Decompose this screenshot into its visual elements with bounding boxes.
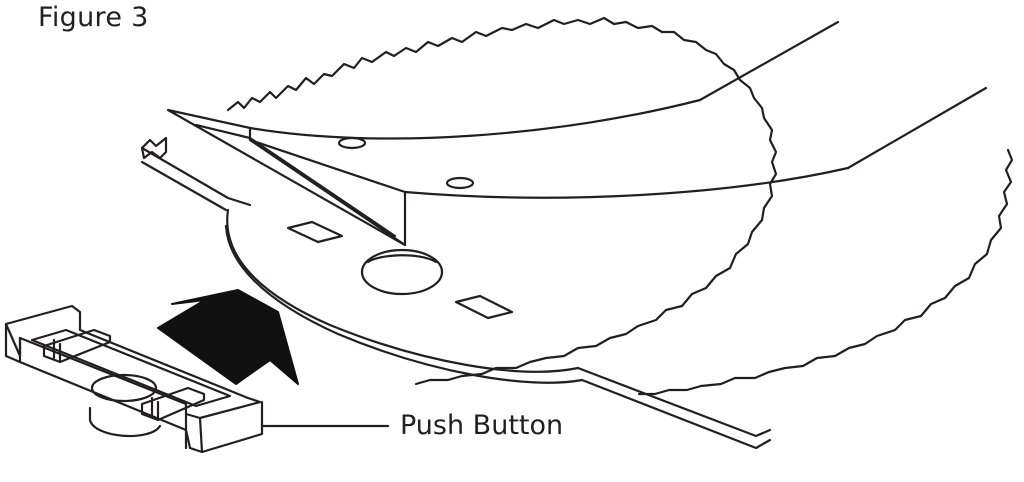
base-top-edge bbox=[142, 148, 250, 205]
clip-latch-left-detail bbox=[54, 340, 60, 362]
clip-latch-right-detail bbox=[152, 398, 158, 420]
blade-hole bbox=[339, 138, 365, 148]
mounting-base-plate bbox=[142, 138, 770, 448]
blade-bevel-line bbox=[700, 22, 838, 100]
push-button-top bbox=[92, 375, 156, 401]
clip-housing bbox=[6, 306, 262, 452]
blade-hole bbox=[447, 178, 473, 188]
clip-channel bbox=[32, 330, 230, 406]
base-curved-lip-thickness bbox=[226, 226, 582, 383]
blade-crease-upper bbox=[250, 100, 700, 139]
blade-bevel-line-lower bbox=[848, 88, 986, 168]
base-curved-lip bbox=[227, 210, 578, 372]
base-right-edge-thickness bbox=[582, 380, 770, 448]
blade-outline bbox=[228, 18, 776, 384]
base-side-edge bbox=[142, 162, 226, 210]
base-center-hole-depth bbox=[368, 255, 436, 262]
wedge-bracket bbox=[168, 110, 405, 245]
clip-latch-right bbox=[142, 388, 204, 420]
insertion-arrow bbox=[158, 290, 298, 384]
push-button-label: Push Button bbox=[400, 410, 564, 441]
base-left-strip bbox=[142, 138, 166, 158]
wedge-outline bbox=[168, 110, 405, 245]
blade-crease-lower bbox=[405, 168, 848, 198]
base-slot-left bbox=[288, 222, 342, 242]
blade-thickness-edge bbox=[639, 150, 1012, 394]
base-right-edge bbox=[578, 368, 770, 436]
base-center-hole bbox=[362, 250, 442, 294]
wedge-face bbox=[196, 125, 395, 236]
scalloped-blade-plate bbox=[228, 18, 1012, 394]
clip-latch-left bbox=[44, 330, 110, 362]
figure-title: Figure 3 bbox=[38, 2, 149, 33]
clip-base-line bbox=[200, 418, 202, 452]
push-button bbox=[90, 375, 160, 436]
push-button-body bbox=[90, 420, 160, 436]
base-slot-right bbox=[456, 296, 512, 318]
wedge-inner-line bbox=[250, 140, 405, 245]
clip-front-face bbox=[6, 324, 262, 452]
